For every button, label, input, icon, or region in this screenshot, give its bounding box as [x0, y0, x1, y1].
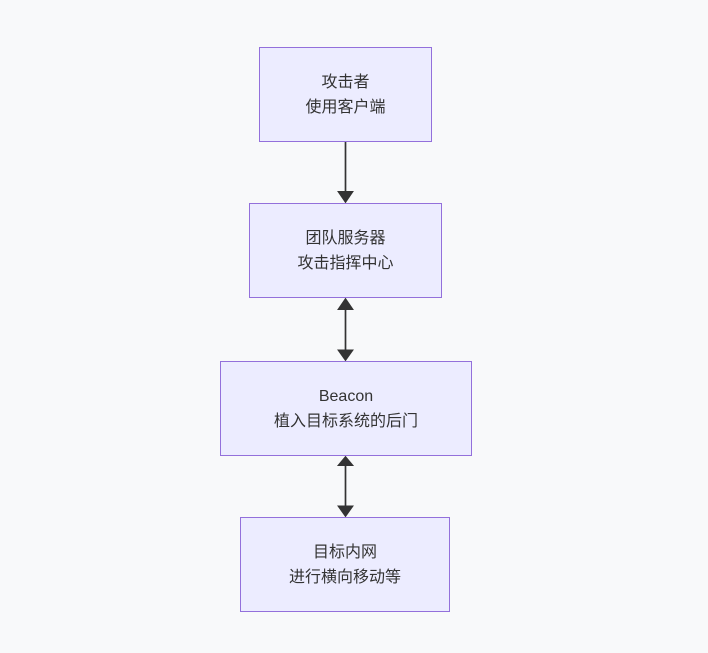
node-label-line: 进行横向移动等	[288, 568, 401, 586]
node-label-line: 目标内网	[312, 543, 377, 561]
arrowhead-down-icon	[337, 349, 354, 362]
node-target-intranet: 目标内网 进行横向移动等	[240, 517, 450, 612]
arrowhead-up-icon	[337, 297, 354, 310]
node-attacker: 攻击者 使用客户端	[259, 47, 432, 142]
node-label-line: Beacon	[318, 387, 374, 405]
edge-teamserver-beacon	[337, 297, 354, 362]
edge-beacon-intranet	[336, 455, 355, 518]
arrowhead-down-icon	[337, 191, 354, 204]
node-label-line: 攻击指挥中心	[297, 254, 394, 272]
node-label-line: 攻击者	[321, 73, 370, 91]
arrowhead-down-icon	[337, 505, 354, 518]
node-label-line: 植入目标系统的后门	[273, 412, 418, 430]
node-team-server: 团队服务器 攻击指挥中心	[249, 203, 442, 298]
arrowhead-up-icon	[336, 455, 355, 466]
node-label-line: 团队服务器	[305, 229, 386, 247]
edge-attacker-teamserver	[337, 142, 354, 204]
node-label-line: 使用客户端	[305, 98, 386, 116]
node-beacon: Beacon 植入目标系统的后门	[220, 361, 472, 456]
